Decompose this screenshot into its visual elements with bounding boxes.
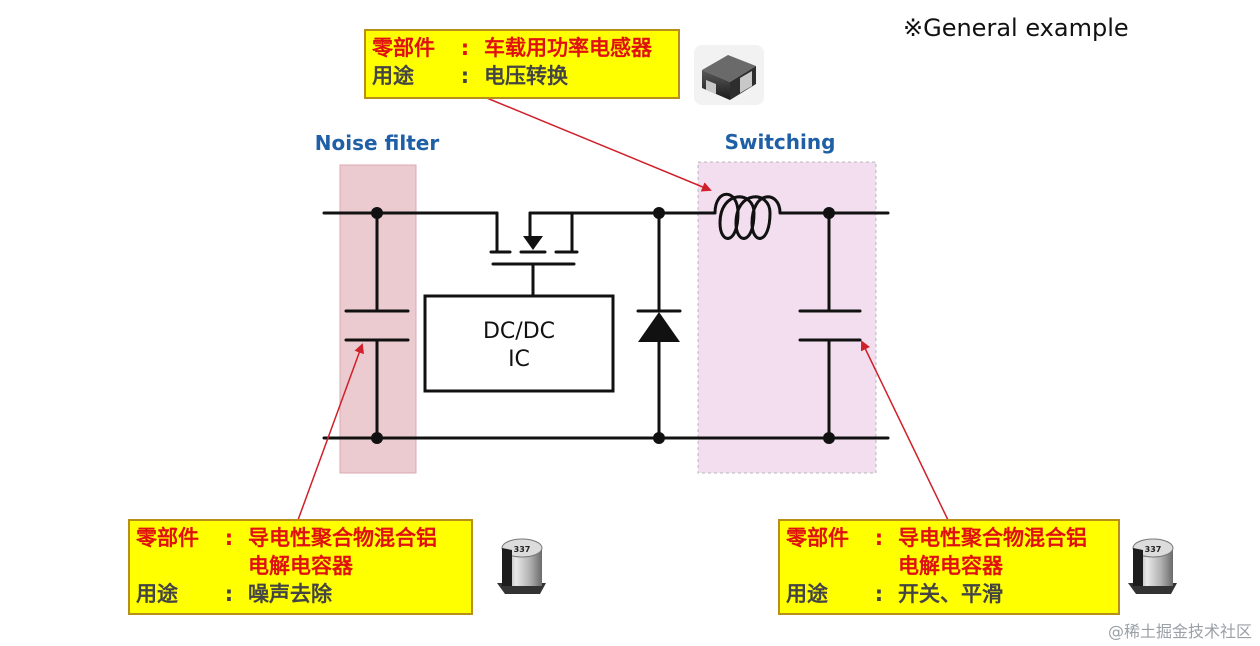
capacitor-marking-right: 337 <box>1145 545 1162 554</box>
use-value: 开关、平滑 <box>898 582 1003 606</box>
callout-capacitor-right: 零部件 : 导电性聚合物混合铝 电解电容器 用途 : 开关、平滑 <box>778 519 1120 615</box>
part-key: 零部件 <box>372 36 435 60</box>
callout-capacitor-left: 零部件 : 导电性聚合物混合铝 电解电容器 用途 : 噪声去除 <box>128 519 473 615</box>
arrow-to-left-capacitor <box>297 343 364 521</box>
colon: : <box>874 526 884 550</box>
callout-row-part: 零部件 : 导电性聚合物混合铝 <box>786 524 1112 552</box>
part-key: 零部件 <box>136 526 199 550</box>
switching-label: Switching <box>725 130 836 154</box>
callout-row-use: 用途 : 噪声去除 <box>136 580 465 608</box>
switching-band <box>697 161 877 474</box>
part-value-cont: 电解电容器 <box>898 554 1003 578</box>
callout-row-use: 用途 : 电压转换 <box>372 62 672 90</box>
junction-dots <box>371 207 835 444</box>
general-example-note: ※General example <box>903 14 1129 42</box>
inductor-symbol <box>713 192 782 240</box>
colon: : <box>460 64 470 88</box>
callout-row-part-cont: 电解电容器 <box>786 552 1112 580</box>
use-key: 用途 <box>786 582 828 606</box>
colon: : <box>224 582 234 606</box>
callout-row-part-cont: 电解电容器 <box>136 552 465 580</box>
part-key: 零部件 <box>786 526 849 550</box>
diode-symbol <box>638 312 680 342</box>
noise-filter-label: Noise filter <box>315 131 440 155</box>
callout-inductor: 零部件 : 车载用功率电感器 用途 : 电压转换 <box>364 29 680 99</box>
part-value: 车载用功率电感器 <box>484 36 652 60</box>
arrow-to-inductor <box>481 95 712 192</box>
callout-row-part: 零部件 : 导电性聚合物混合铝 <box>136 524 465 552</box>
capacitor-component-icon: 337 <box>1128 538 1177 594</box>
part-value: 导电性聚合物混合铝 <box>248 526 437 550</box>
use-value: 电压转换 <box>484 64 568 88</box>
arrow-to-right-capacitor <box>860 340 949 521</box>
use-key: 用途 <box>372 64 414 88</box>
inductor-component-icon <box>694 45 764 105</box>
ic-label-line2: IC <box>508 347 530 372</box>
dcdc-ic-box <box>423 294 615 393</box>
callout-row-use: 用途 : 开关、平滑 <box>786 580 1112 608</box>
capacitor-component-icon: 337 <box>497 538 546 594</box>
colon: : <box>874 582 884 606</box>
use-key: 用途 <box>136 582 178 606</box>
mosfet-arrow <box>523 236 543 250</box>
part-value: 导电性聚合物混合铝 <box>898 526 1087 550</box>
use-value: 噪声去除 <box>248 582 332 606</box>
colon: : <box>224 526 234 550</box>
colon: : <box>460 36 470 60</box>
capacitor-marking-left: 337 <box>514 545 531 554</box>
part-value-cont: 电解电容器 <box>248 554 353 578</box>
ic-label-line1: DC/DC <box>483 319 555 344</box>
watermark: @稀土掘金技术社区 <box>1107 622 1252 641</box>
callout-row-part: 零部件 : 车载用功率电感器 <box>372 34 672 62</box>
